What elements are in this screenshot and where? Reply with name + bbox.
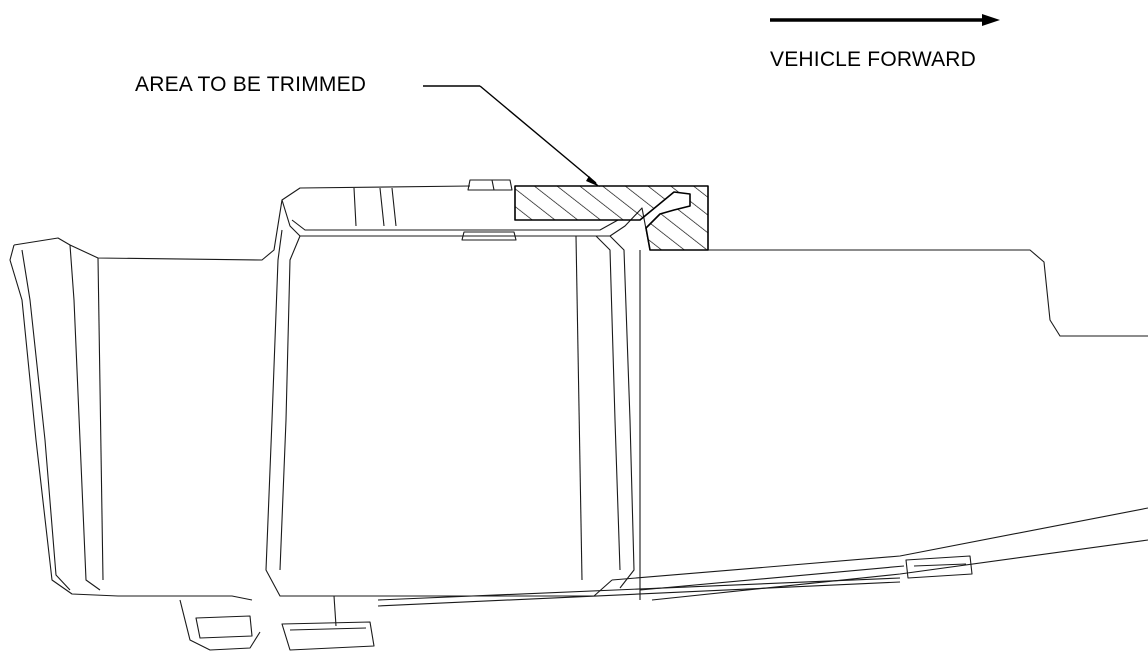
trim-leader-line — [423, 85, 597, 184]
part-outline — [9, 179, 1148, 651]
trim-area — [514, 185, 709, 251]
trim-leader-arrowhead — [586, 176, 600, 187]
vehicle-forward-arrow — [770, 14, 1000, 26]
vehicle-forward-label: VEHICLE FORWARD — [770, 48, 977, 71]
area-to-be-trimmed-label: AREA TO BE TRIMMED — [135, 73, 367, 96]
